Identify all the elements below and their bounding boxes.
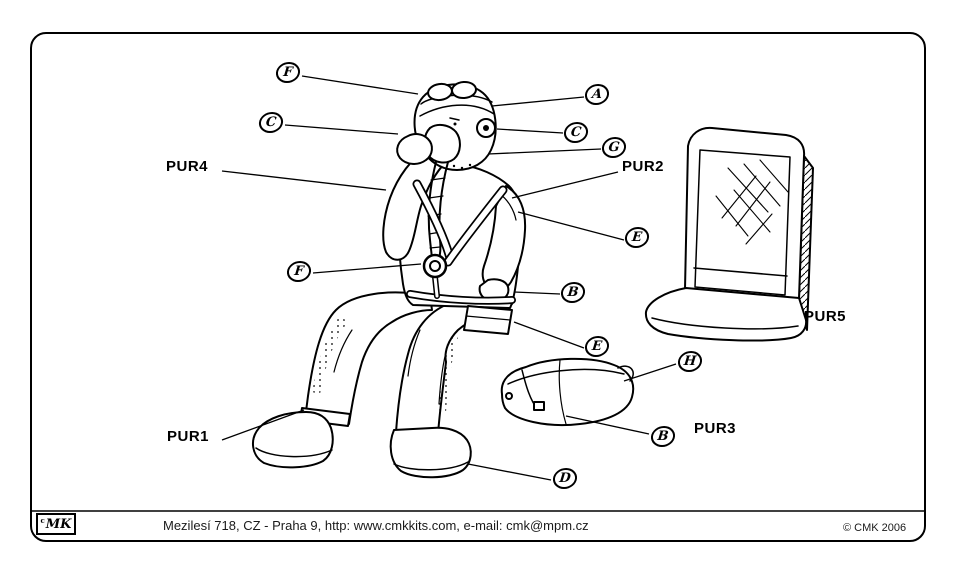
copyright-notice: © CMK 2006 (843, 522, 907, 534)
logo-text: MK (45, 516, 72, 532)
pilot-figure-illustration (252, 80, 527, 479)
part-label-pur2: PUR2 (622, 158, 665, 175)
part-label-pur3: PUR3 (694, 420, 737, 437)
seat-illustration (644, 126, 814, 342)
part-label-pur1: PUR1 (167, 428, 210, 445)
logo-superscript: c (40, 516, 45, 525)
part-label-pur4: PUR4 (166, 158, 209, 175)
leader-lines (221, 75, 677, 481)
part-label-pur5: PUR5 (804, 308, 847, 325)
cmk-logo: c MK (36, 513, 76, 535)
bag-illustration (500, 357, 635, 427)
footer-address: Mezilesí 718, CZ - Praha 9, http: www.cm… (163, 518, 589, 533)
